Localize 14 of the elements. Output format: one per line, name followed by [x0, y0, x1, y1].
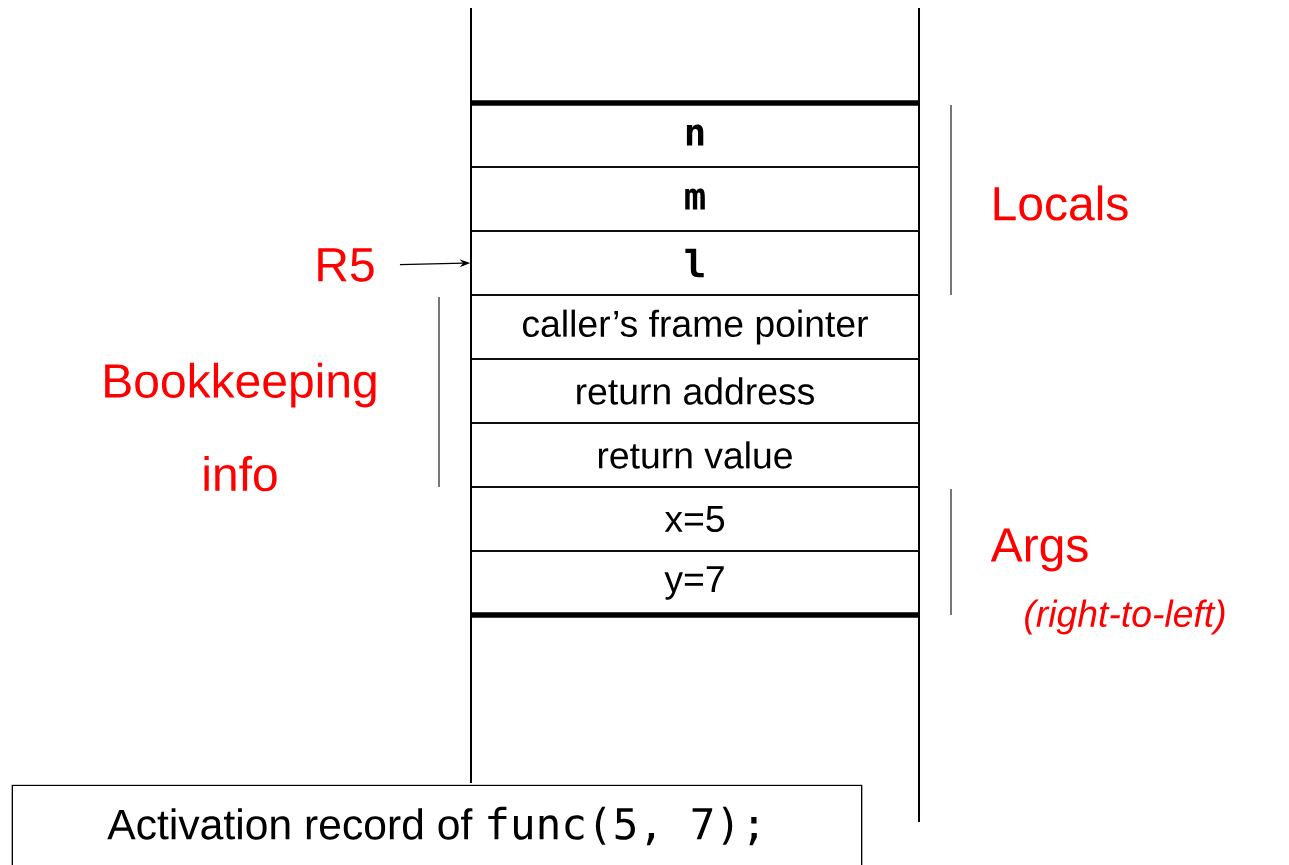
stack-cell: caller’s frame pointer — [470, 294, 920, 360]
stack-cell: y=7 — [470, 550, 920, 616]
stack-cell: l — [470, 230, 920, 296]
stack-cell: x=5 — [470, 486, 920, 552]
stack-cell: n — [470, 102, 920, 168]
stack-cell: m — [470, 166, 920, 232]
stack-cell: return address — [470, 358, 920, 424]
bracket-label: Locals — [994, 185, 1128, 221]
caption-box: Activation record of func(5, 7); — [11, 784, 863, 865]
stack-cell: return value — [470, 422, 920, 488]
register-label: R5 — [318, 248, 374, 282]
bracket-label: Bookkeeping info — [105, 362, 376, 492]
bracket-label: Args — [990, 528, 1088, 572]
bracket-label: (right-to-left) — [1025, 599, 1225, 635]
